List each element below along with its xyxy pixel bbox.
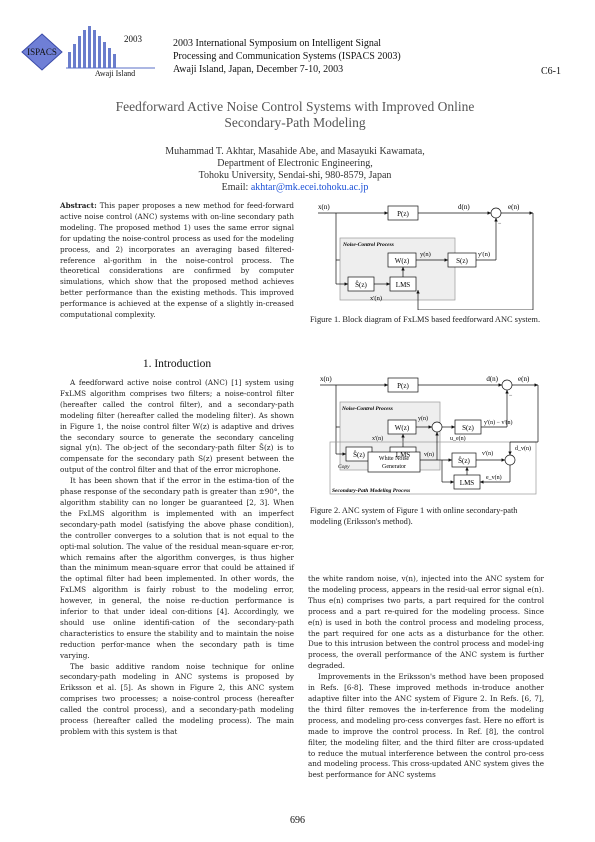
logo-year: 2003 xyxy=(124,34,143,44)
fig2-diff: y'(n) − v'(n) xyxy=(484,419,513,426)
fig1-lms: LMS xyxy=(396,281,411,289)
fig2-lms-2: LMS xyxy=(460,479,475,487)
header-line-3: Awaji Island, Japan, December 7-10, 2003 xyxy=(173,64,344,75)
logo-place: Awaji Island xyxy=(95,69,135,78)
header-line-2: Processing and Communication Systems (IS… xyxy=(173,51,401,62)
abstract-text: This paper proposes a new method for fee… xyxy=(60,201,294,320)
intro-paragraph-3: The basic additive random noise techniqu… xyxy=(60,661,294,736)
fig2-vpn: v'(n) xyxy=(482,450,493,457)
fig2-shat-2: Ŝ(z) xyxy=(458,457,470,465)
fig2-vn: v(n) xyxy=(424,451,434,458)
fig2-uen: u_e(n) xyxy=(450,435,466,442)
intro-paragraph-2: It has been shown that if the error in t… xyxy=(60,476,294,660)
fig1-wz: W(z) xyxy=(395,257,410,265)
fig2-wz: W(z) xyxy=(395,424,410,432)
author-department: Department of Electronic Engineering, xyxy=(217,158,373,169)
abstract-label: Abstract: xyxy=(60,201,97,210)
right-paragraph-1: the white random noise, v(n), injected i… xyxy=(308,574,544,671)
fig1-pz: P(z) xyxy=(397,210,409,218)
fig2-dn: d(n) xyxy=(486,375,498,383)
figure-1-diagram: x(n) P(z) d(n) e(n) Noise-Control Proces… xyxy=(318,203,534,310)
fig1-xpn: x'(n) xyxy=(370,295,382,302)
fig2-wng-1: White Noise xyxy=(379,456,409,462)
author-university: Tohoku University, Sendai-shi, 980-8579,… xyxy=(198,170,392,181)
figure-2-diagram: x(n) P(z) d(n) e(n) Noise-Control Proces… xyxy=(320,375,539,495)
header-line-1: 2003 International Symposium on Intellig… xyxy=(173,38,382,49)
page-number: 696 xyxy=(290,815,305,826)
fig1-dn: d(n) xyxy=(458,203,470,211)
fig1-xn: x(n) xyxy=(318,203,330,211)
figure-1-caption: Figure 1. Block diagram of FxLMS based f… xyxy=(310,315,541,324)
fig1-ypn: y'(n) xyxy=(478,251,490,258)
intro-body: A feedforward active noise control (ANC)… xyxy=(60,378,294,738)
fig2-minus: − xyxy=(509,393,513,399)
fig1-ncp: Noise-Control Process xyxy=(342,242,394,248)
email-label: Email: xyxy=(221,182,249,193)
logo-text: ISPACS xyxy=(27,47,57,57)
fig1-shat: Ŝ(z) xyxy=(355,281,367,289)
abstract: Abstract: This paper proposes a new meth… xyxy=(60,201,294,321)
fig2-lms: LMS xyxy=(396,451,411,459)
right-paragraph-2: Improvements in the Eriksson's method ha… xyxy=(308,672,544,780)
title-line-1: Feedforward Active Noise Control Systems… xyxy=(115,99,475,114)
fig2-smp: Secondary-Path Modeling Process xyxy=(332,488,410,494)
email-link[interactable]: akhtar@mk.ecei.tohoku.ac.jp xyxy=(250,182,369,193)
intro-paragraph-1: A feedforward active noise control (ANC)… xyxy=(60,378,294,475)
paper-title: Feedforward Active Noise Control Systems… xyxy=(60,99,530,131)
fig2-yn: y(n) xyxy=(418,415,428,422)
ispacs-logo: ISPACS 2003 Awaji Island xyxy=(21,26,155,78)
fig2-evn: e_v(n) xyxy=(486,474,502,481)
fig1-yn: y(n) xyxy=(420,251,431,258)
fig2-ncp: Noise-Control Process xyxy=(341,406,393,412)
right-column-body: the white random noise, v(n), injected i… xyxy=(308,574,544,781)
fig1-minus: − xyxy=(498,221,502,227)
fig2-shat: Ŝ(z) xyxy=(353,451,365,459)
fig2-sz: S(z) xyxy=(462,424,474,432)
fig1-sz: S(z) xyxy=(456,257,468,265)
fig2-en: e(n) xyxy=(518,375,530,383)
fig2-xn: x(n) xyxy=(320,375,332,383)
author-names: Muhammad T. Akhtar, Masahide Abe, and Ma… xyxy=(165,146,425,157)
figure-2-caption: Figure 2. ANC system of Figure 1 with on… xyxy=(310,506,518,526)
fig2-copy: Copy xyxy=(338,464,350,470)
fig2-dvn: d_v(n) xyxy=(515,445,531,452)
fig2-xpn: x'(n) xyxy=(372,435,383,442)
intro-heading: 1. Introduction xyxy=(142,358,212,370)
author-email-line: Email: akhtar@mk.ecei.tohoku.ac.jp xyxy=(60,182,530,194)
fig1-en: e(n) xyxy=(508,203,520,211)
session-code: C6-1 xyxy=(541,66,561,77)
fig2-pz: P(z) xyxy=(397,382,409,390)
fig2-wng-2: Generator xyxy=(382,464,406,470)
title-line-2: Secondary-Path Modeling xyxy=(224,115,366,130)
